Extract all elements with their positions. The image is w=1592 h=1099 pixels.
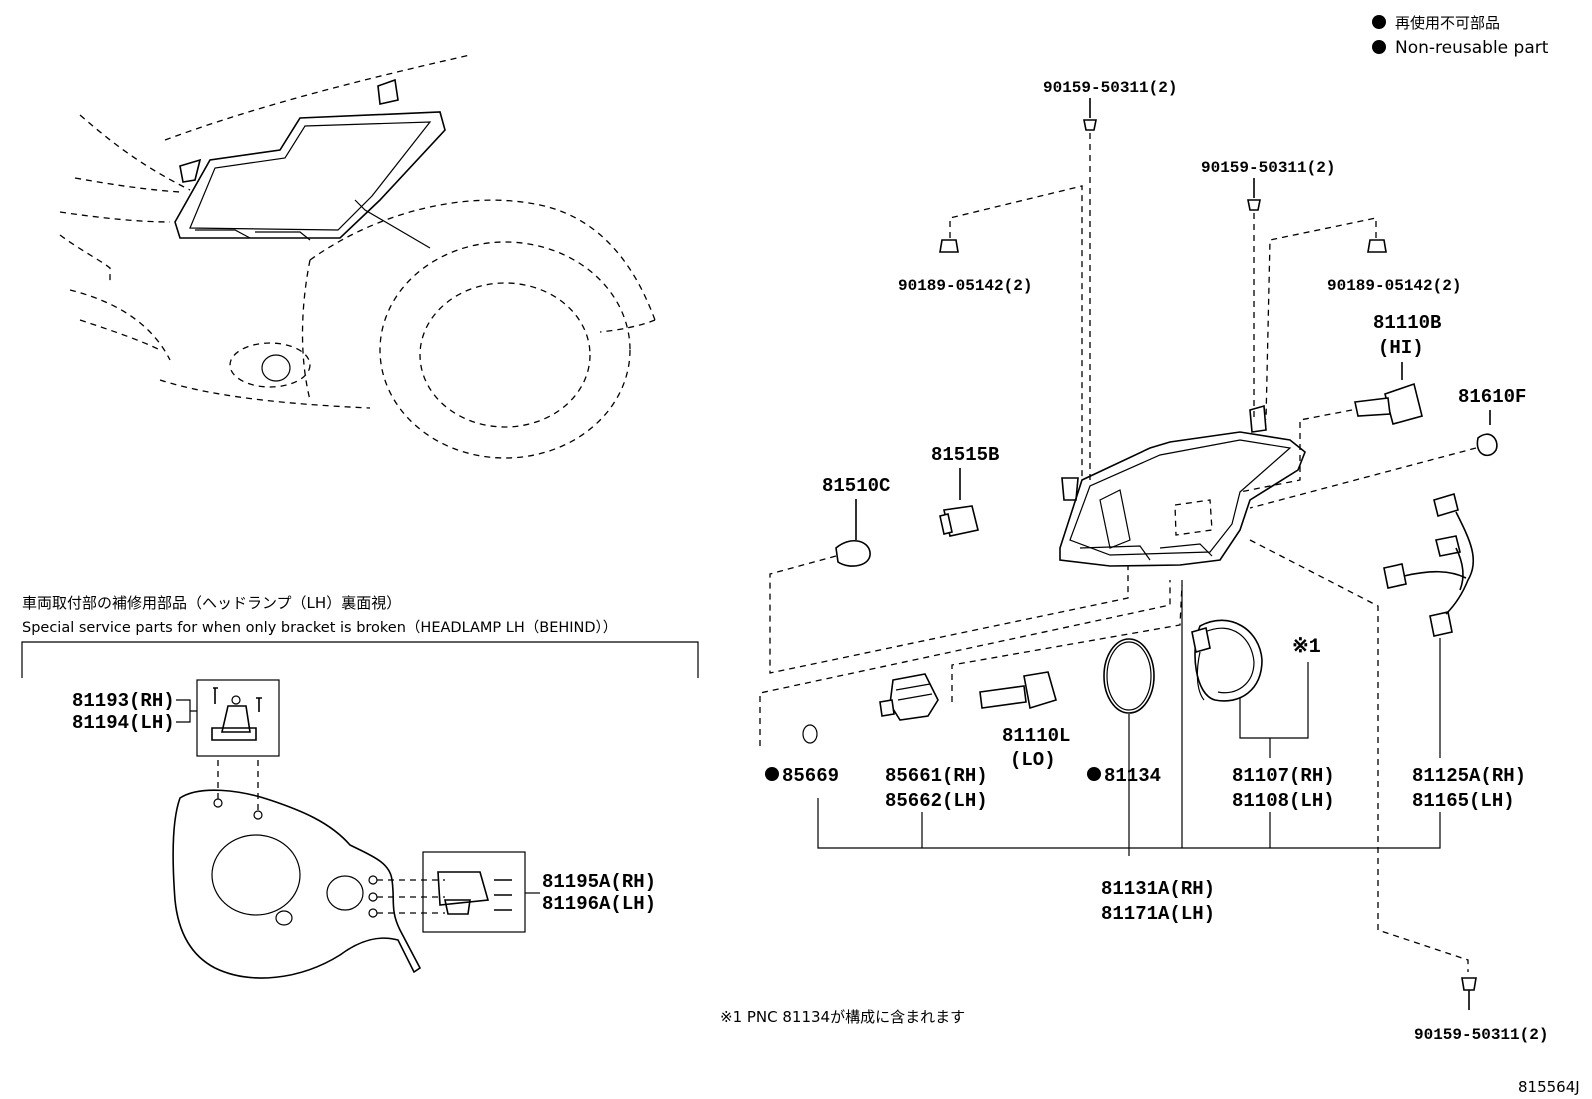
diagram-id: 815564J <box>1518 1078 1580 1096</box>
legend-en: Non-reusable part <box>1395 38 1549 58</box>
part-label-81125a: 81125A(RH) <box>1412 765 1526 787</box>
part-label-81165: 81165(LH) <box>1412 790 1515 812</box>
part-label-81515b: 81515B <box>931 444 999 466</box>
hi-bulb-icon <box>1384 382 1423 425</box>
part-label-81107: 81107(RH) <box>1232 765 1335 787</box>
non-reusable-dot-icon <box>1372 15 1386 29</box>
clip-icon <box>939 239 959 253</box>
non-reusable-dot-icon <box>1087 767 1101 781</box>
part-label-81110l-note: (LO) <box>1010 749 1056 771</box>
part-label-85661: 85661(RH) <box>885 765 988 787</box>
part-label-85669: 85669 <box>782 765 839 787</box>
o-ring-icon <box>1103 638 1155 714</box>
part-label-85662: 85662(LH) <box>885 790 988 812</box>
part-label-81510c: 81510C <box>822 475 890 497</box>
part-label-81196a: 81196A(LH) <box>542 893 656 915</box>
part-label-81108: 81108(LH) <box>1232 790 1335 812</box>
part-label-81610f: 81610F <box>1458 386 1526 408</box>
lens-icon <box>835 540 871 567</box>
connector-icon <box>1433 492 1459 518</box>
part-label-81131a: 81131A(RH) <box>1101 878 1215 900</box>
screw-icon <box>1247 199 1261 211</box>
part-label-81110l: 81110L <box>1002 725 1070 747</box>
vehicle-front-illustration <box>59 54 656 459</box>
clip-icon <box>1367 239 1387 253</box>
ref-1-marker: ※1 <box>1292 636 1321 659</box>
cover-icon <box>1194 619 1263 702</box>
part-label-90189-right: 90189-05142(2) <box>1327 277 1461 295</box>
service-parts-section: 車両取付部の補修用部品（ヘッドランプ（LH）裏面視） Special servi… <box>21 594 699 979</box>
part-label-81194: 81194(LH) <box>72 712 175 734</box>
part-label-81195a: 81195A(RH) <box>542 871 656 893</box>
service-parts-title-en: Special service parts for when only brac… <box>22 619 617 636</box>
screw-icon <box>1083 119 1097 131</box>
part-label-90159-top: 90159-50311(2) <box>1043 79 1177 97</box>
part-label-90189-left: 90189-05142(2) <box>898 277 1032 295</box>
legend-jp: 再使用不可部品 <box>1395 14 1500 32</box>
side-marker-icon <box>1476 433 1498 457</box>
service-parts-title-jp: 車両取付部の補修用部品（ヘッドランプ（LH）裏面視） <box>22 594 401 612</box>
part-label-90159-mid: 90159-50311(2) <box>1201 159 1335 177</box>
part-label-81171a: 81171A(LH) <box>1101 903 1215 925</box>
gasket-icon <box>802 724 818 744</box>
non-reusable-dot-icon <box>1372 40 1386 54</box>
lower-bracket-box <box>422 851 526 933</box>
non-reusable-dot-icon <box>765 767 779 781</box>
footnote: ※1 PNC 81134が構成に含まれます <box>720 1008 965 1026</box>
upper-bracket-box <box>196 679 280 757</box>
part-label-81110b-note: (HI) <box>1378 337 1424 359</box>
headlamp-assembly: 90159-50311(2) 90159-50311(2) 90189-0514… <box>759 79 1548 1044</box>
part-label-81193: 81193(RH) <box>72 690 175 712</box>
part-label-81134: 81134 <box>1104 765 1161 787</box>
part-label-81110b: 81110B <box>1373 312 1441 334</box>
part-label-90159-bottom: 90159-50311(2) <box>1414 1026 1548 1044</box>
legend: 再使用不可部品 Non-reusable part <box>1372 14 1549 58</box>
lo-bulb-icon <box>979 685 1027 709</box>
screw-icon <box>1461 977 1477 991</box>
